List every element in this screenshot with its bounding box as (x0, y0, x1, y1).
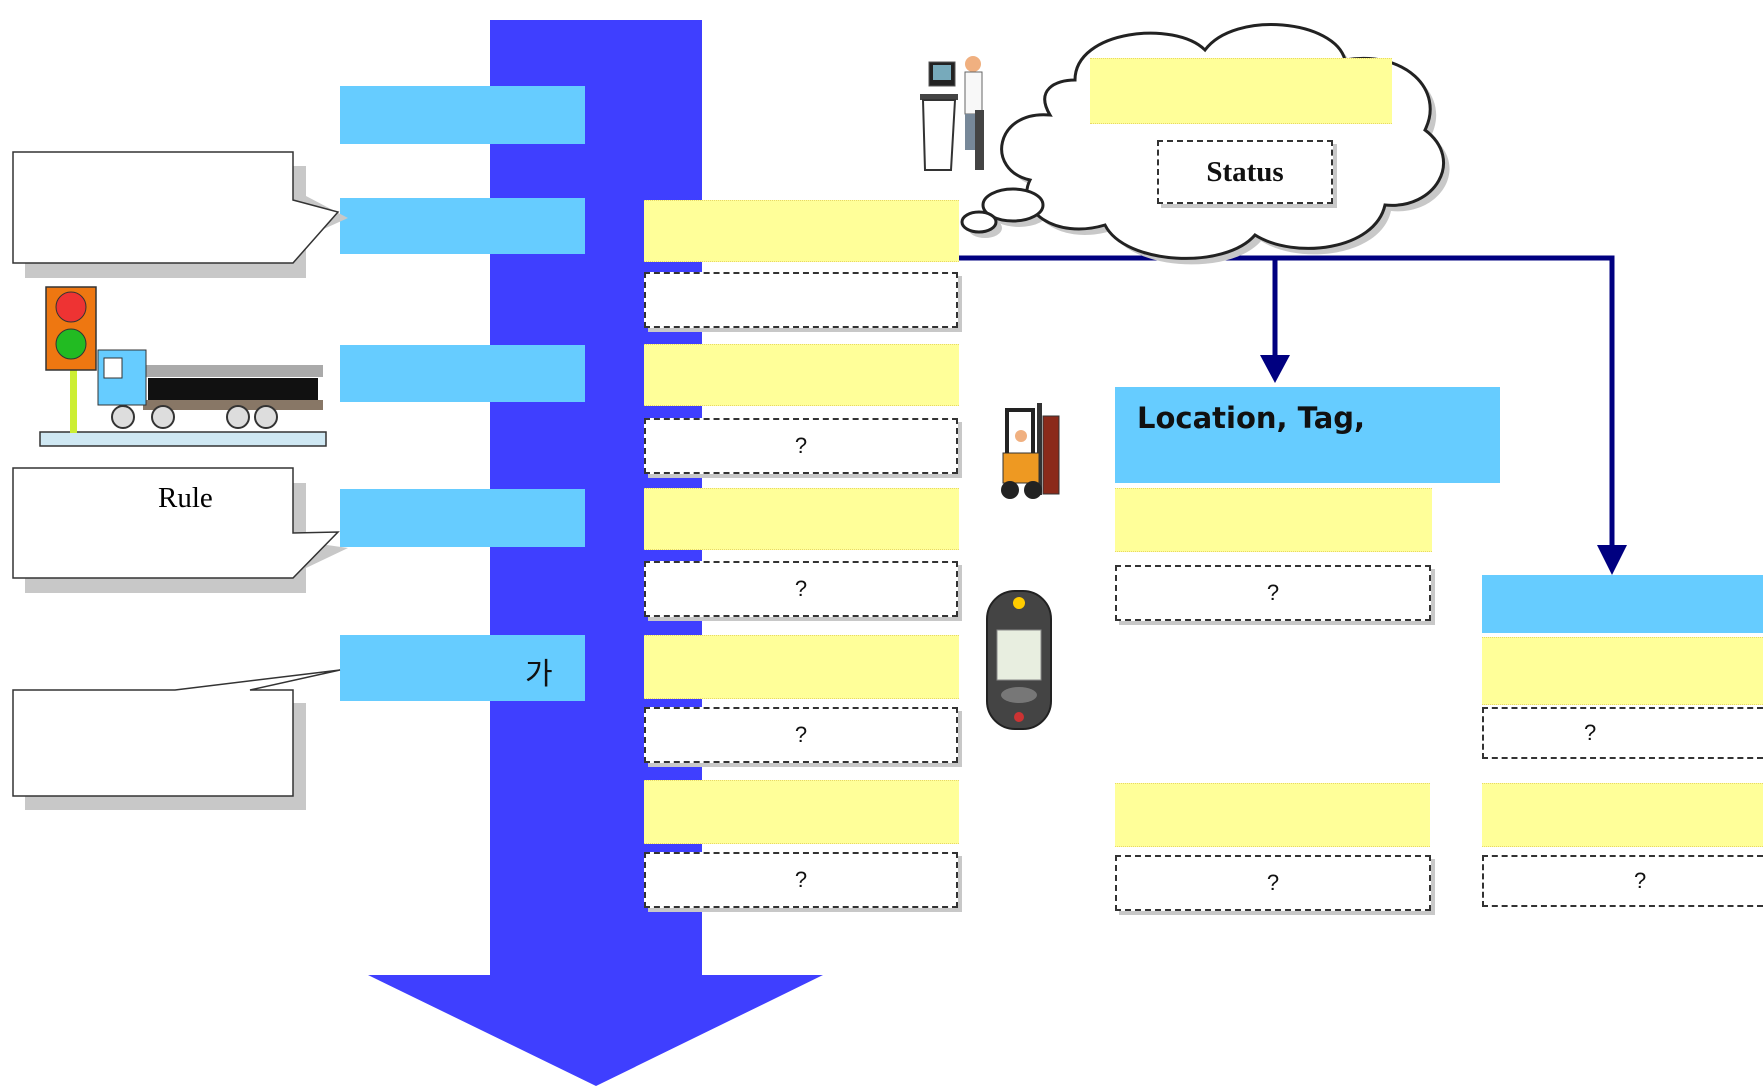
stage-box-2 (340, 198, 585, 254)
callout-2 (12, 467, 340, 579)
stage-box-5-label: 가 (525, 657, 553, 692)
col1-yellow-4 (644, 635, 959, 699)
col1-dashed-5: ? (644, 852, 958, 908)
col2-dashed-2: ? (1115, 855, 1431, 911)
col3-blue-box (1482, 575, 1763, 633)
callout-bubbles (12, 151, 348, 810)
col2-yellow-2 (1115, 783, 1430, 847)
operator-workstation-icon (920, 56, 984, 171)
cloud-status-box: Status (1157, 140, 1333, 204)
col3-yellow-2 (1482, 783, 1763, 847)
col2-yellow-1 (1115, 488, 1432, 552)
stage-box-5: 가 (340, 635, 585, 701)
col1-dashed-4: ? (644, 707, 958, 763)
col1-yellow-3 (644, 488, 959, 550)
col1-dashed-3: ? (644, 561, 958, 617)
arrowhead-location (1260, 355, 1290, 383)
stage-box-1 (340, 86, 585, 144)
stage-box-3 (340, 345, 585, 402)
truck-illustration (39, 286, 327, 447)
forklift-icon (1001, 403, 1060, 499)
col2-dashed-1: ? (1115, 565, 1431, 621)
stage-box-4 (340, 489, 585, 547)
col3-yellow-1 (1482, 637, 1763, 705)
col1-dashed-2: ? (644, 418, 958, 474)
truck-icon (97, 349, 323, 429)
location-tag-box: Location, Tag, (1115, 387, 1500, 483)
callout-rule-text: Rule (158, 482, 213, 514)
col1-dashed-1 (644, 272, 958, 328)
arrowhead-right (1597, 545, 1627, 575)
handheld-terminal-icon (986, 590, 1052, 730)
status-label: Status (1206, 155, 1284, 188)
col1-yellow-1 (644, 200, 959, 262)
col1-yellow-5 (644, 780, 959, 844)
col3-dashed-2: ? (1482, 855, 1763, 907)
callout-3 (12, 669, 341, 797)
col3-dashed-1: ? (1482, 707, 1763, 759)
location-tag-label: Location, Tag, (1137, 401, 1366, 435)
cloud-yellow-box (1090, 58, 1392, 124)
traffic-light-icon (45, 286, 97, 433)
callout-1 (12, 151, 340, 264)
col1-yellow-2 (644, 344, 959, 406)
